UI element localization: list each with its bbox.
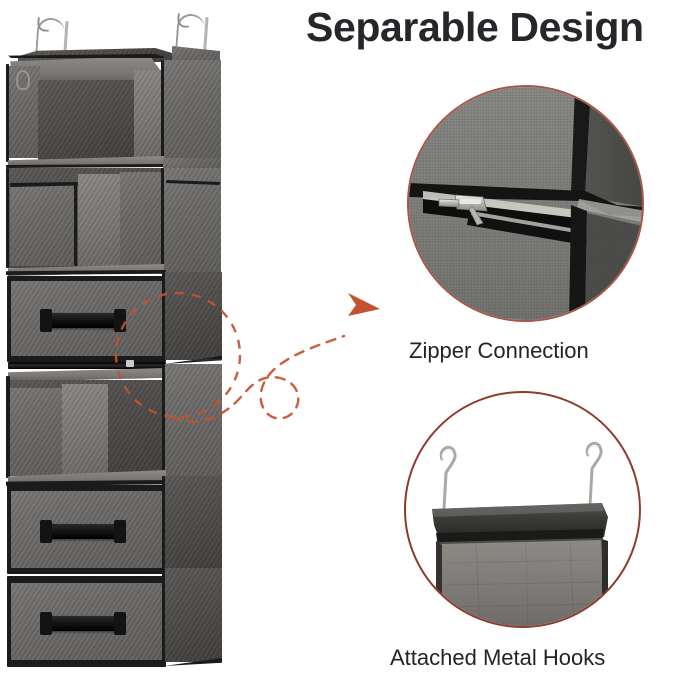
side-trim [162, 364, 165, 476]
callout-hooks-caption: Attached Metal Hooks [390, 645, 606, 670]
organizer-right-side-panel [163, 60, 221, 164]
top-shelf-back-wall [38, 80, 136, 160]
metal-hook-icon [585, 441, 603, 545]
product-photo [0, 8, 232, 676]
drawer-3-side [164, 568, 222, 662]
right-pocket-trim [166, 180, 220, 185]
second-shelf-right-inner [120, 172, 164, 266]
side-trim [6, 376, 10, 478]
zipper-closeup-illustration [409, 87, 642, 320]
drawer-3-handle[interactable] [40, 612, 126, 635]
page-title: Separable Design [306, 4, 644, 50]
drawer-1-bottom-trim [8, 356, 166, 362]
shelf-divider-1-side [163, 158, 221, 170]
drawer-3-bottom-trim [8, 660, 166, 667]
drawer-1-top-trim [8, 276, 166, 281]
side-trim [162, 476, 165, 572]
side-trim [161, 60, 164, 166]
drawer-2-handle[interactable] [40, 520, 126, 543]
second-shelf-side-panel [163, 168, 221, 272]
metal-hooks-illustration [432, 441, 608, 626]
zipper-pull-icon [438, 194, 488, 226]
side-trim [162, 568, 165, 664]
top-panel-trim [8, 54, 164, 58]
third-shelf-left-panel [10, 388, 62, 476]
third-shelf-side-panel [164, 364, 222, 476]
zipper-seam-front [8, 362, 166, 369]
organizer-top-flap-right [172, 46, 220, 64]
drawer-2-side [164, 476, 222, 570]
zipper-pull-icon [126, 360, 134, 367]
side-trim [161, 168, 164, 272]
organizer-body [438, 539, 606, 626]
side-pocket-edge [74, 184, 77, 266]
drawer-3-left-trim [7, 576, 11, 667]
drawer-2-left-trim [7, 485, 11, 574]
drawer-2-bottom-trim [8, 568, 166, 574]
callout-zipper-image [407, 85, 644, 322]
third-shelf-mid-panel [62, 384, 108, 476]
metal-hook-icon [439, 445, 457, 547]
side-pocket [10, 184, 76, 266]
shelf-divider-1-trim [6, 164, 166, 168]
drawer-2-top-trim [8, 485, 166, 491]
side-trim [162, 272, 165, 362]
shelf-divider-4-trim [6, 480, 168, 486]
top-shelf-right-wall [134, 70, 164, 160]
drawer-1-handle[interactable] [40, 309, 126, 332]
callout-hooks-image [404, 391, 641, 628]
fabric-loop [16, 70, 30, 90]
shelf-divider-2-trim [6, 270, 166, 275]
second-shelf-inner-panel [78, 174, 120, 266]
side-pocket-trim [10, 182, 78, 187]
drawer-3-side-trim [164, 658, 222, 666]
side-trim [6, 168, 9, 268]
callout-zipper-caption: Zipper Connection [409, 338, 589, 363]
drawer-1-side [164, 272, 222, 360]
side-trim [6, 64, 9, 162]
arrowhead-icon [348, 293, 380, 316]
drawer-1-left-trim [7, 276, 11, 362]
drawer-3-top-trim [8, 576, 166, 583]
